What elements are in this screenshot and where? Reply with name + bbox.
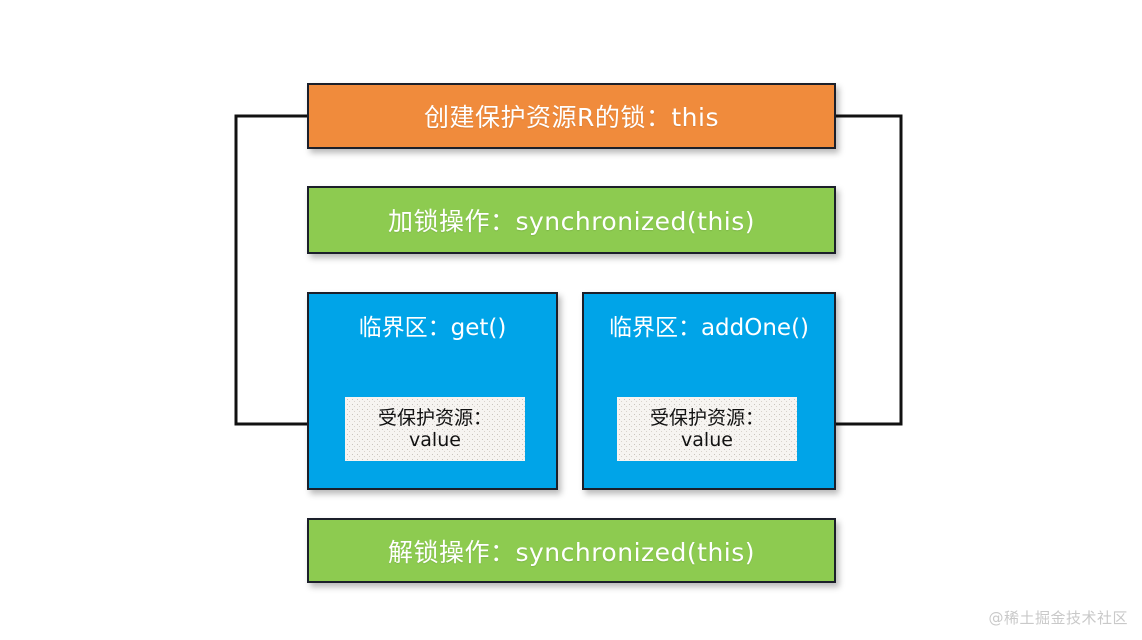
critical-section-get-title: 临界区：get() [358, 315, 507, 341]
protected-resource-label: 受保护资源： [649, 406, 764, 429]
create-lock-label: 创建保护资源R的锁：this [424, 103, 719, 132]
watermark: @稀土掘金技术社区 [988, 609, 1128, 627]
unlock-operation-label: 解锁操作：synchronized(this) [387, 537, 756, 567]
unlock-operation-box: 解锁操作：synchronized(this) [307, 518, 836, 583]
critical-section-get: 临界区：get() 受保护资源： value [307, 292, 558, 490]
critical-section-addone-title: 临界区：addOne() [608, 315, 810, 341]
protected-resource-value: value [681, 429, 733, 451]
protected-resource-value: value [409, 429, 461, 451]
critical-section-addone: 临界区：addOne() 受保护资源： value [582, 292, 836, 490]
protected-resource-label: 受保护资源： [377, 406, 492, 429]
lock-operation-box: 加锁操作：synchronized(this) [307, 186, 836, 254]
protected-resource-box-get: 受保护资源： value [345, 397, 525, 461]
lock-operation-label: 加锁操作：synchronized(this) [387, 207, 756, 236]
protected-resource-box-addone: 受保护资源： value [617, 397, 797, 461]
create-lock-box: 创建保护资源R的锁：this [307, 83, 836, 149]
